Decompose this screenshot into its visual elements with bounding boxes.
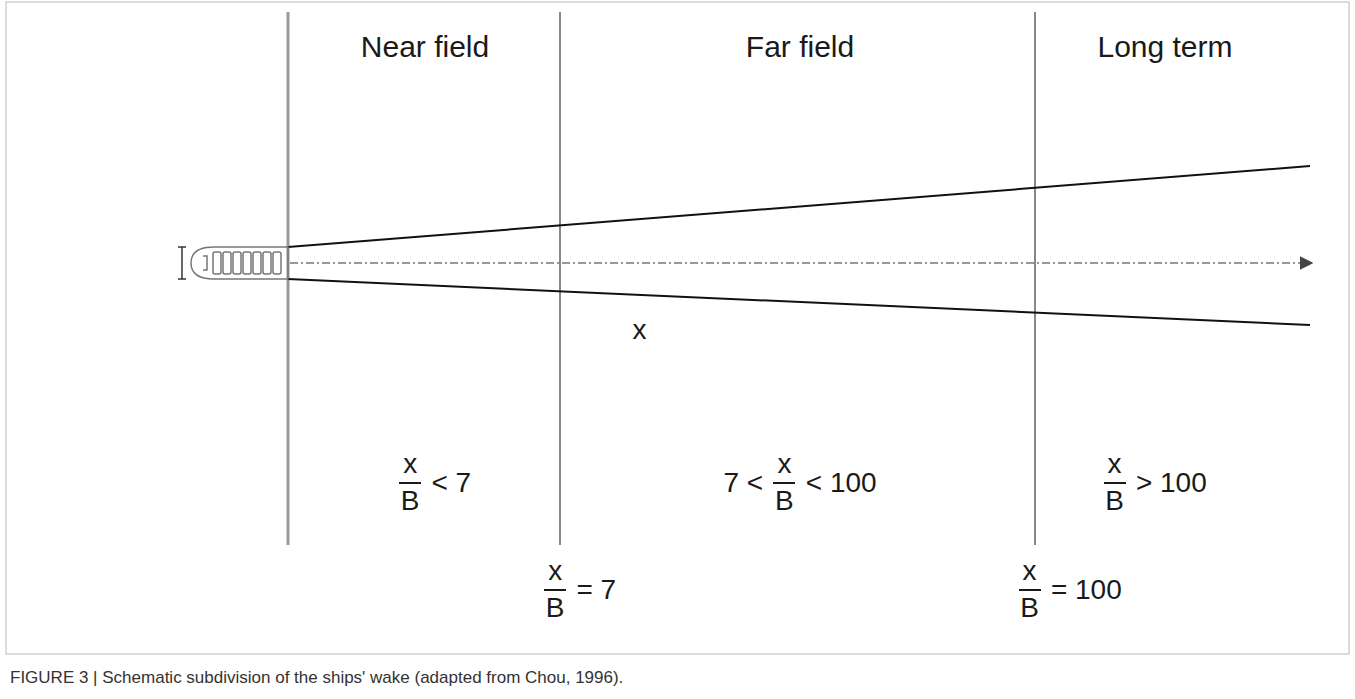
ratio-operator: 7 < <box>723 468 763 499</box>
fraction: xB <box>397 449 424 517</box>
fraction-numerator: x <box>1019 556 1041 591</box>
fraction-denominator: B <box>1101 484 1128 517</box>
fraction: xB <box>542 556 569 624</box>
ratio-expression: xB< 7 <box>389 449 471 517</box>
ratio-operator: > 100 <box>1136 468 1207 499</box>
fraction-numerator: x <box>773 449 795 484</box>
ratio-operator: = 7 <box>576 575 616 606</box>
axis-label: B <box>0 248 844 279</box>
figure-caption: FIGURE 3 | Schematic subdivision of the … <box>10 668 623 688</box>
fraction-denominator: B <box>771 484 798 517</box>
wake-boundary <box>288 279 1310 325</box>
ratio-operator: < 100 <box>806 468 877 499</box>
region-title: Long term <box>1097 30 1232 63</box>
fraction: xB <box>1016 556 1043 624</box>
fraction-denominator: B <box>397 484 424 517</box>
ratio-operator: < 7 <box>431 468 471 499</box>
region-title: Far field <box>746 30 854 63</box>
wake-boundary <box>288 166 1310 247</box>
fraction: xB <box>1101 449 1128 517</box>
figure-frame <box>6 2 1349 654</box>
centerline-axis <box>290 262 1312 264</box>
ship-symbol <box>191 247 288 279</box>
axis-label: x <box>633 315 1355 346</box>
fraction-numerator: x <box>544 556 566 591</box>
width-bracket <box>178 247 186 279</box>
fraction-numerator: x <box>399 449 421 484</box>
divider-line <box>1034 12 1036 545</box>
ratio-expression: 7 < xB < 100 <box>723 449 876 517</box>
ratio-expression: xB= 7 <box>534 556 616 624</box>
ratio-operator: = 100 <box>1051 575 1122 606</box>
ratio-expression: xB > 100 <box>1093 449 1207 517</box>
fraction-denominator: B <box>1016 591 1043 624</box>
ratio-expression: xB = 100 <box>1008 556 1122 624</box>
fraction-numerator: x <box>1104 449 1126 484</box>
divider-line <box>559 12 561 545</box>
region-title: Near field <box>361 30 489 63</box>
fraction-denominator: B <box>542 591 569 624</box>
fraction: xB <box>771 449 798 517</box>
